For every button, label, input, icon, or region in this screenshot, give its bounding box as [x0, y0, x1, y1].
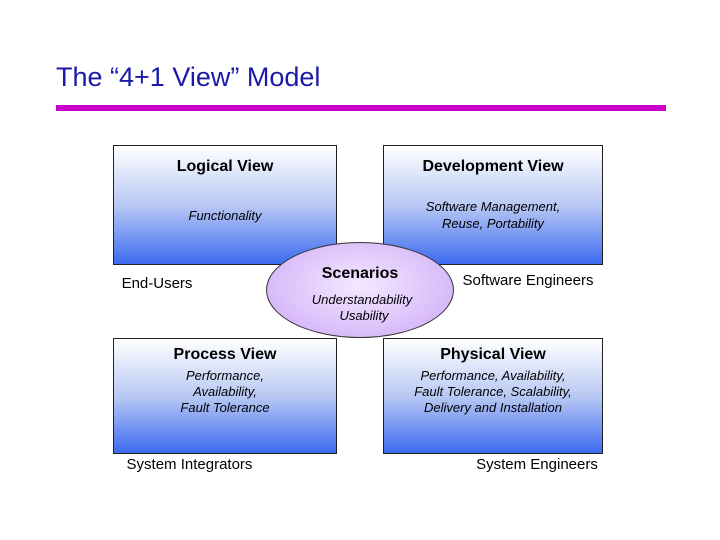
physical-view-description-line-3: Delivery and Installation	[423, 400, 563, 415]
physical-view-description-line-1: Performance, Availability,	[420, 368, 566, 383]
process-view-description-line-3: Fault Tolerance	[180, 400, 270, 415]
process-view-heading: Process View	[173, 346, 277, 363]
scenarios-description-line-2: Usability	[339, 308, 389, 323]
scenarios-description-line-1: Understandability	[311, 292, 413, 307]
process-view-description-line-1: Performance,	[185, 368, 265, 383]
logical-view-heading: Logical View	[176, 158, 274, 175]
logical-view-description: Functionality	[188, 208, 262, 223]
scenarios-ellipse	[266, 242, 454, 338]
process-view-description-line-2: Availability,	[193, 384, 257, 399]
process-view-stakeholder: System Integrators	[126, 456, 253, 473]
scenarios-heading: Scenarios	[321, 265, 399, 282]
development-view-heading: Development View	[422, 158, 564, 175]
logical-view-stakeholder: End-Users	[121, 275, 193, 292]
title-divider	[56, 105, 666, 111]
physical-view-box	[383, 338, 603, 454]
development-view-stakeholder: Software Engineers	[462, 272, 594, 289]
development-view-description-line-1: Software Management,	[425, 199, 561, 214]
process-view-box	[113, 338, 337, 454]
physical-view-stakeholder: System Engineers	[476, 456, 598, 473]
physical-view-description-line-2: Fault Tolerance, Scalability,	[414, 384, 572, 399]
page-title: The “4+1 View” Model	[56, 62, 321, 92]
development-view-description-line-2: Reuse, Portability	[442, 216, 544, 231]
physical-view-heading: Physical View	[440, 346, 546, 363]
development-view-box	[383, 145, 603, 265]
logical-view-box	[113, 145, 337, 265]
